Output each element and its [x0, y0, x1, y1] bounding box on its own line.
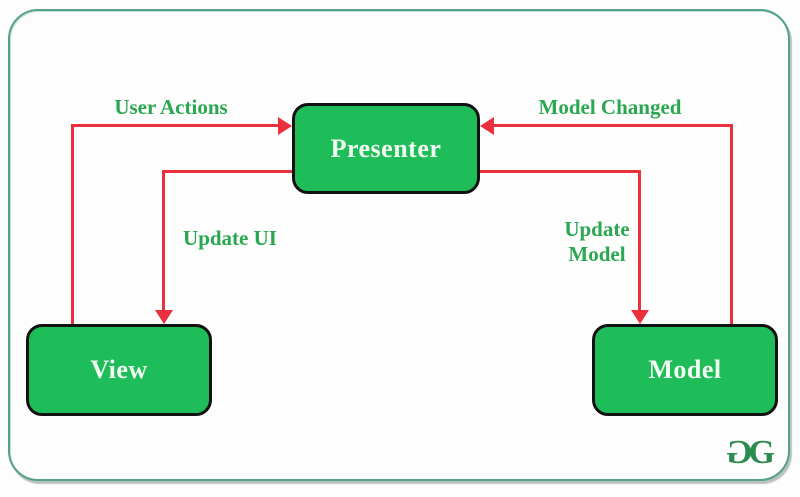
arrow-user-actions-head-icon: [278, 117, 292, 135]
edge-label-update-ui: Update UI: [183, 226, 277, 250]
arrow-user-actions-vertical-line: [71, 124, 74, 324]
arrow-update-model-horizontal-line: [480, 170, 641, 173]
edge-label-user-actions: User Actions: [114, 95, 228, 119]
arrow-update-ui-head-icon: [155, 310, 173, 324]
arrow-update-ui-horizontal-line: [162, 170, 292, 173]
node-view: View: [26, 324, 212, 416]
arrow-model-changed-head-icon: [480, 117, 494, 135]
node-model: Model: [592, 324, 778, 416]
arrow-update-ui-vertical-line: [162, 170, 165, 312]
node-presenter-label: Presenter: [330, 133, 442, 163]
node-view-label: View: [90, 355, 148, 384]
arrow-update-model-head-icon: [631, 310, 649, 324]
arrow-model-changed-vertical-line: [730, 124, 733, 324]
logo-letter-g: G: [748, 434, 775, 471]
geeksforgeeks-logo: G G: [726, 434, 775, 471]
node-model-label: Model: [648, 355, 722, 384]
edge-label-model-changed: Model Changed: [538, 95, 682, 119]
arrow-user-actions-horizontal-line: [71, 124, 280, 127]
edge-label-update-model: Update Model: [564, 217, 630, 267]
node-presenter: Presenter: [292, 103, 480, 194]
logo-letter-mirrored-g: G: [726, 434, 753, 471]
arrow-update-model-vertical-line: [638, 170, 641, 312]
arrow-model-changed-horizontal-line: [492, 124, 733, 127]
